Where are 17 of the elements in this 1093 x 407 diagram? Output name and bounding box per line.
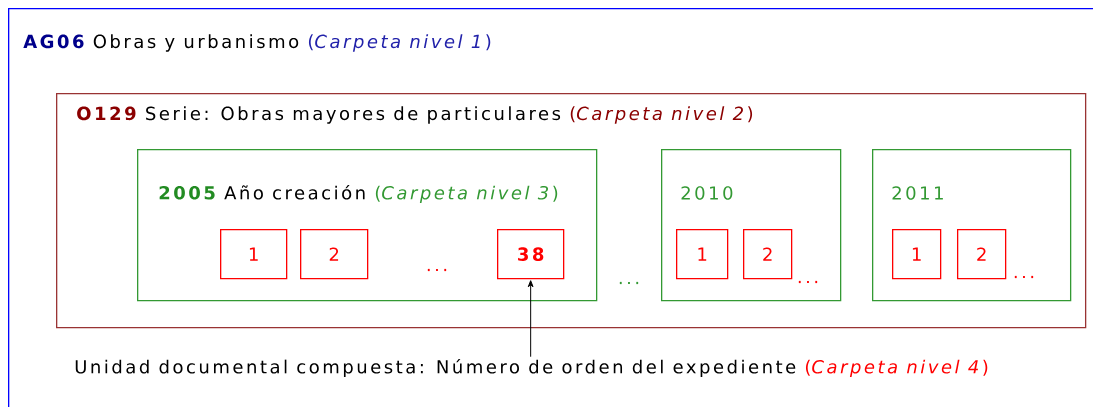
document-box: 1 xyxy=(676,229,729,280)
folder-heading: 2010 xyxy=(681,186,733,200)
document-box: 38 xyxy=(497,229,565,280)
ellipsis: ... xyxy=(619,281,639,285)
document-box: 2 xyxy=(957,229,1007,280)
ellipsis: ... xyxy=(427,268,447,272)
caption-text: Unidad documental compuesta: Número de orden del expediente (Carpeta nivel 4) xyxy=(75,358,988,378)
document-box: 1 xyxy=(892,229,942,280)
arrow xyxy=(527,280,534,358)
folder-heading: 2005 Año creación (Carpeta nivel 3) xyxy=(159,184,558,204)
folder-heading: 2011 xyxy=(892,186,943,200)
folder-heading: O129 Serie: Obras mayores de particulares (Carpeta nivel 2) xyxy=(77,106,753,124)
folder-heading: AG06 Obras y urbanismo (Carpeta nivel 1) xyxy=(23,34,491,52)
document-box: 2 xyxy=(300,229,369,280)
ellipsis: ... xyxy=(798,280,818,284)
document-box: 1 xyxy=(220,229,288,280)
document-box: 2 xyxy=(743,229,793,280)
